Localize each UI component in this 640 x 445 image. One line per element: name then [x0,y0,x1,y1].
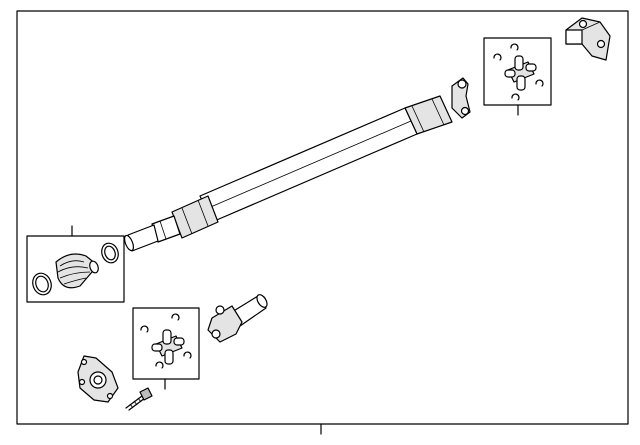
rear-ujoint-kit[interactable] [483,37,552,116]
front-ujoint-kit[interactable] [132,307,200,390]
boot-kit[interactable] [26,225,125,303]
universal-joint-icon [151,329,185,365]
slip-yoke-icon[interactable] [207,293,269,343]
diagram-frame [16,10,629,435]
flange-bracket-icon[interactable] [565,17,611,61]
bolt-icon[interactable] [125,387,153,411]
flange-icon[interactable] [77,355,119,403]
universal-joint-icon [504,55,537,91]
clamp-ring-icon [32,242,119,296]
cv-boot-icon [55,253,99,289]
snap-ring-icon [140,313,192,369]
snap-ring-icon [493,43,544,101]
drive-shaft[interactable] [123,77,471,252]
